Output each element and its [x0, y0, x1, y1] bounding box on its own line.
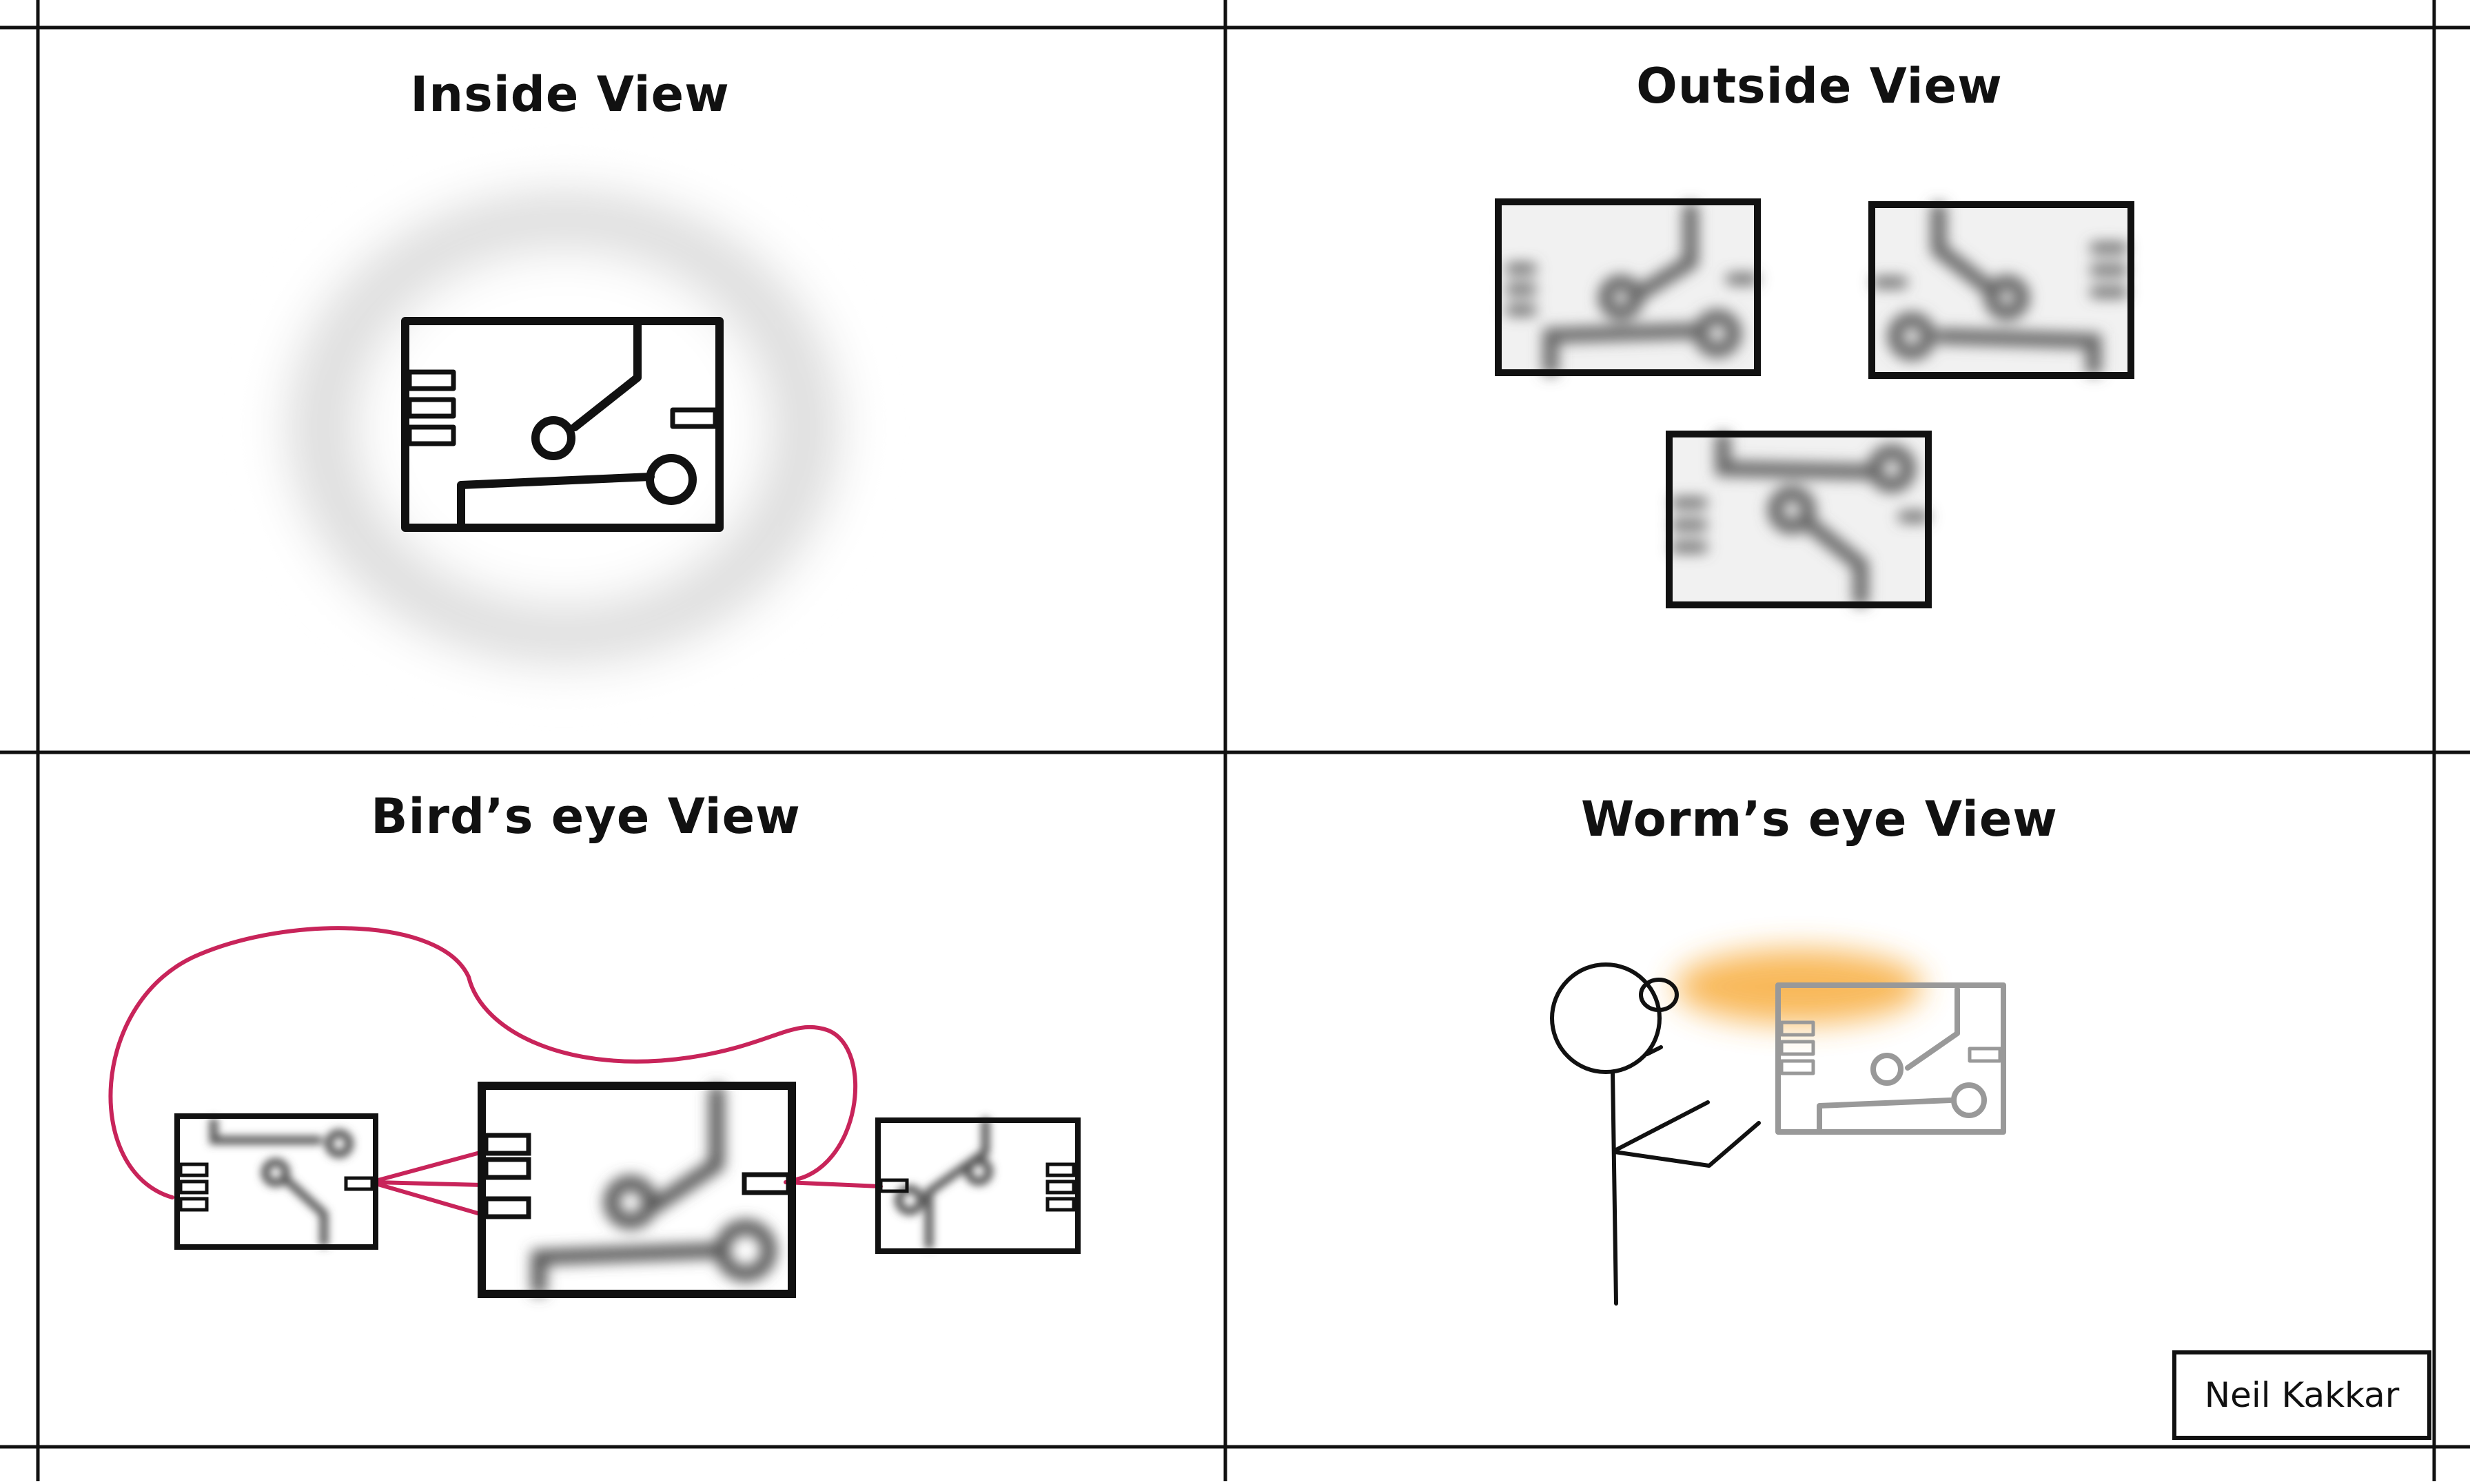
circuit-board-icon [174, 1113, 378, 1250]
circuit-board-icon [875, 1117, 1081, 1254]
connector-lines [108, 926, 883, 1217]
outside-view-panel [1495, 198, 2134, 608]
circuit-board-icon [401, 317, 724, 532]
worms-eye-view-title: Worm’s eye View [1581, 791, 2058, 847]
circuit-board-icon [1775, 982, 2006, 1135]
circuit-board-icon [1868, 201, 2134, 379]
birds-eye-view-panel [108, 926, 1081, 1298]
stick-figure-icon [1550, 962, 1761, 1306]
birds-eye-view-title: Bird’s eye View [371, 788, 801, 845]
outside-view-title: Outside View [1636, 58, 2003, 114]
inside-view-panel [267, 172, 860, 682]
circuit-board-icon [1666, 431, 1932, 608]
inside-view-title: Inside View [410, 66, 730, 123]
author-signature: Neil Kakkar [2172, 1350, 2431, 1440]
circuit-board-icon [1495, 198, 1761, 376]
circuit-board-icon [478, 1082, 796, 1298]
worms-eye-view-panel [1550, 949, 2006, 1306]
